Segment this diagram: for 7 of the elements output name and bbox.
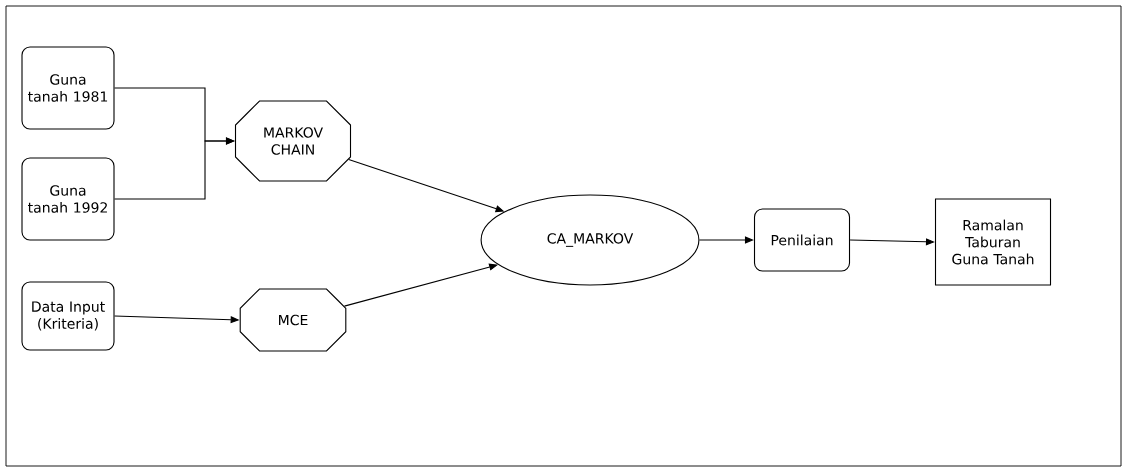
process-box: Guna tanah 1981 <box>21 46 115 130</box>
process-octagon: MCE <box>239 288 347 352</box>
process-octagon: MARKOV CHAIN <box>234 100 352 182</box>
process-box: Data Input (Kriteria) <box>21 281 115 351</box>
output-box: Ramalan Taburan Guna Tanah <box>934 198 1052 286</box>
process-box: Guna tanah 1992 <box>21 157 115 241</box>
process-box: Penilaian <box>753 208 851 272</box>
